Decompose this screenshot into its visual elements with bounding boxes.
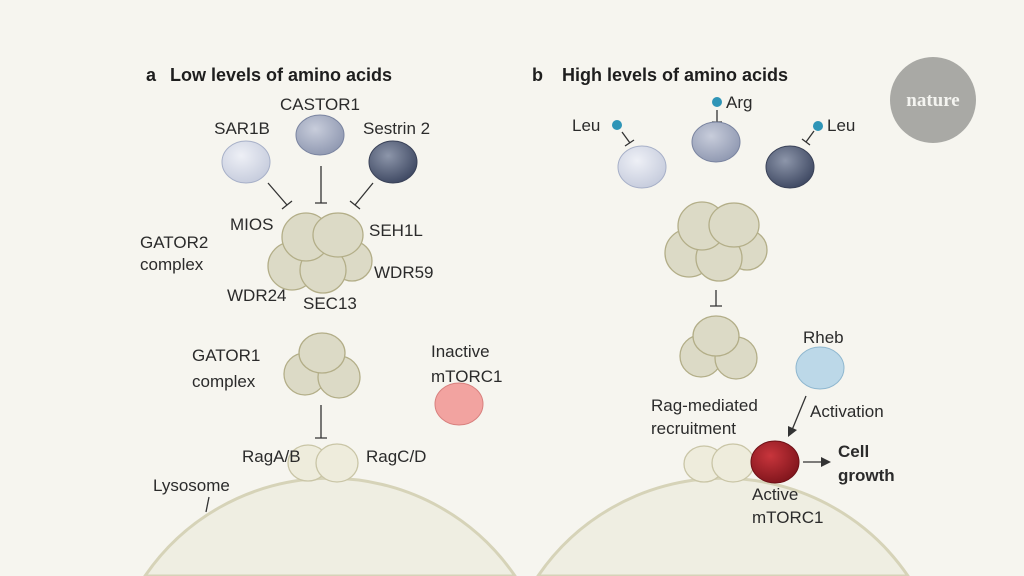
sestrin2-protein xyxy=(368,140,418,184)
activation-arrow xyxy=(788,395,807,437)
rheb-protein xyxy=(795,346,845,390)
sec13-label: SEC13 xyxy=(303,294,357,313)
panel-a-letter: a xyxy=(146,65,157,85)
rag-gtpases-b xyxy=(683,443,755,483)
panel-b-letter: b xyxy=(532,65,543,85)
seh1l-label: SEH1L xyxy=(369,221,423,240)
gator1-complex-a xyxy=(283,332,361,399)
active-mtorc1-label: mTORC1 xyxy=(752,508,823,527)
growth-label: growth xyxy=(838,466,895,485)
wdr24-label: WDR24 xyxy=(227,286,287,305)
rag-mediated-label: Rag-mediated xyxy=(651,396,758,415)
active-label: Active xyxy=(752,485,798,504)
arg-label: Arg xyxy=(726,93,752,112)
sar1b-protein xyxy=(221,140,271,184)
inhibition-arrow-gator1 xyxy=(315,405,327,439)
sestrin2-protein-b xyxy=(765,145,815,189)
lysosome-pointer xyxy=(205,496,210,513)
inhibition-arrow-b xyxy=(710,290,722,307)
lysosome-label: Lysosome xyxy=(153,476,230,495)
leu-label-1: Leu xyxy=(572,116,600,135)
gator2-complex-a xyxy=(267,212,373,294)
mios-label: MIOS xyxy=(230,215,273,234)
wdr59-label: WDR59 xyxy=(374,263,434,282)
ragc-d-label: RagC/D xyxy=(366,447,426,466)
inactive-label: Inactive xyxy=(431,342,490,361)
activation-label: Activation xyxy=(810,402,884,421)
leu-label-2: Leu xyxy=(827,116,855,135)
recruitment-label: recruitment xyxy=(651,419,736,438)
inactive-mtorc1 xyxy=(434,382,484,426)
gator2-complex-label: complex xyxy=(140,255,204,274)
cell-label: Cell xyxy=(838,442,869,461)
panel-b-title: High levels of amino acids xyxy=(562,65,788,85)
castor1-protein-b xyxy=(691,121,741,163)
sar1b-protein-b xyxy=(617,145,667,189)
inhibition-arrows-a xyxy=(267,166,374,210)
gator1-complex-b xyxy=(679,315,758,380)
rag-gtpases-a xyxy=(287,443,359,483)
castor1-label: CASTOR1 xyxy=(280,95,360,114)
gator2-label: GATOR2 xyxy=(140,233,208,252)
growth-arrow xyxy=(803,457,831,467)
active-mtorc1 xyxy=(750,440,800,484)
svg-text:nature: nature xyxy=(906,90,959,111)
lysosome-b xyxy=(536,476,910,576)
nature-logo: nature xyxy=(890,57,976,143)
rheb-label: Rheb xyxy=(803,328,844,347)
sar1b-label: SAR1B xyxy=(214,119,270,138)
castor1-protein xyxy=(295,114,345,156)
gator1-label: GATOR1 xyxy=(192,346,260,365)
panel-a-title: Low levels of amino acids xyxy=(170,65,392,85)
sestrin2-label: Sestrin 2 xyxy=(363,119,430,138)
amino-acid-dots xyxy=(612,97,823,131)
gator1-complex-label: complex xyxy=(192,372,256,391)
gator2-complex-b xyxy=(664,201,768,282)
raga-b-label: RagA/B xyxy=(242,447,301,466)
inactive-mtorc1-label: mTORC1 xyxy=(431,367,502,386)
